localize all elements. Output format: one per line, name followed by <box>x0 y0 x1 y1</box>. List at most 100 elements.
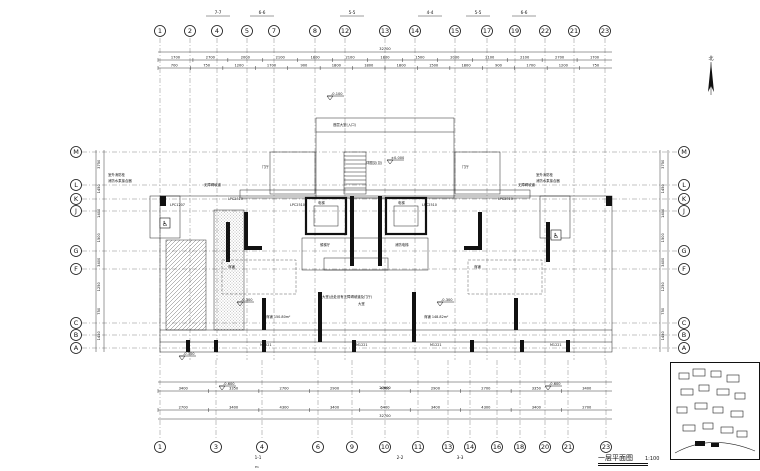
level-value: -0.600 <box>223 382 235 386</box>
axis-bubble-top: 1 <box>154 25 166 37</box>
label-center-note: 大堂(此处设有无障碍坡道及门厅) <box>322 294 373 299</box>
label-right-area: 商铺 148.82m² <box>424 314 449 319</box>
drawing-title: 一层平面图 <box>598 454 633 462</box>
section-tag: 4-4 <box>427 10 434 15</box>
axis-bubble-bottom: 13 <box>442 441 454 453</box>
north-arrow-icon <box>708 62 714 95</box>
section-tag: 6-6 <box>521 10 528 15</box>
axis-bubble-top: 7 <box>268 25 280 37</box>
axis-bubble-left-label: K <box>74 195 79 203</box>
dim-value: 2100 <box>520 56 530 60</box>
axis-bubble-bottom-label: 14 <box>466 443 474 451</box>
axis-bubble-top: 15 <box>449 25 461 37</box>
dim-value: 4000 <box>380 387 390 391</box>
dim-value: 2000 <box>241 56 251 60</box>
axis-bubble-bottom-label: 20 <box>541 443 549 451</box>
axis-bubble-right: B <box>678 329 690 341</box>
label-left-note1: 室外消防栓 <box>108 172 126 177</box>
dim-value: 1450 <box>97 330 101 340</box>
title-underline <box>598 463 648 464</box>
dim-value: 750 <box>661 307 665 315</box>
note-box-left <box>221 259 297 295</box>
level-value: -0.600 <box>549 382 561 386</box>
axis-bubble-right-label: M <box>681 148 687 156</box>
axis-bubble-bottom-label: 1 <box>158 443 162 451</box>
dim-value: 4300 <box>280 406 290 410</box>
elevator-right <box>384 196 428 236</box>
dim-value: 1250 <box>661 281 665 291</box>
axis-bubble-bottom-label: 4 <box>260 443 264 451</box>
axis-bubble-top-label: 12 <box>341 27 349 35</box>
axis-bubble-top: 19 <box>509 25 521 37</box>
axis-bubble-left: M <box>70 146 82 158</box>
axis-bubble-left: C <box>70 317 82 329</box>
label-entry-right: 门厅 <box>462 164 469 169</box>
level-marks: -0.100±0.000-0.300-0.300-0.300-0.600-0.6… <box>178 92 562 391</box>
axis-bubble-top: 22 <box>539 25 551 37</box>
section-tag: 5-5 <box>475 10 482 15</box>
axis-bubble-left: L <box>70 179 82 191</box>
axis-bubble-left: J <box>70 205 82 217</box>
dim-value: 2900 <box>330 387 340 391</box>
page-mark: E1 <box>255 465 259 469</box>
north-label: 北 <box>708 55 713 62</box>
axis-bubble-top-label: 2 <box>188 27 192 35</box>
axis-bubble-top: 14 <box>409 25 421 37</box>
axis-bubble-bottom-label: 11 <box>414 443 422 451</box>
dim-value: 2100 <box>345 56 355 60</box>
axis-bubble-top-label: 1 <box>158 27 162 35</box>
axis-bubble-bottom: 16 <box>491 441 503 453</box>
section-tag: 1-1 <box>255 455 262 460</box>
dim-value: 1200 <box>234 64 244 68</box>
dim-value: 3400 <box>179 387 189 391</box>
axis-bubble-top: 12 <box>339 25 351 37</box>
dim-value: 3350 <box>532 387 542 391</box>
axis-bubble-top-label: 21 <box>570 27 578 35</box>
dim-value: 1500 <box>415 56 425 60</box>
label-ramp-right: 无障碍坡道 <box>518 182 536 187</box>
key-plan <box>670 362 760 460</box>
dim-value: 1800 <box>332 64 342 68</box>
dim-value: 1200 <box>559 64 569 68</box>
dim-value: 1450 <box>661 330 665 340</box>
axis-bubble-left-label: J <box>74 207 77 215</box>
dim-value: 2100 <box>276 56 286 60</box>
axis-bubble-left-label: B <box>74 331 78 339</box>
axis-bubble-left-label: C <box>74 319 79 327</box>
section-tag: 2-2 <box>397 455 404 460</box>
door-tag: M1221 <box>356 343 368 347</box>
elevator-left <box>304 196 348 236</box>
dim-value: 3400 <box>532 406 542 410</box>
dim-value: 6400 <box>380 406 390 410</box>
dim-value: 3400 <box>330 406 340 410</box>
label-entry-left: 门厅 <box>262 164 269 169</box>
dim-value: 1250 <box>97 281 101 291</box>
level-value: -0.300 <box>183 352 195 356</box>
dim-value: 2900 <box>431 387 441 391</box>
axis-bubble-top-label: 17 <box>483 27 491 35</box>
svg-text:♿: ♿ <box>162 220 168 228</box>
axis-bubble-top: 13 <box>379 25 391 37</box>
axis-bubble-right: J <box>678 205 690 217</box>
axis-bubble-bottom: 21 <box>562 441 574 453</box>
dim-value: 1400 <box>661 208 665 218</box>
axis-bubble-right-label: K <box>682 195 687 203</box>
label-core-note: 消防电梯 <box>395 242 409 247</box>
axis-bubble-bottom: 20 <box>539 441 551 453</box>
dim-value: 2700 <box>481 387 491 391</box>
axis-bubble-right: F <box>678 263 690 275</box>
axis-bubble-bottom-label: 23 <box>602 443 610 451</box>
axis-bubble-top-label: 13 <box>381 27 389 35</box>
axis-bubble-top: 8 <box>309 25 321 37</box>
dimension-chains <box>95 51 669 420</box>
dim-bottom-mid: 27600 <box>379 386 391 390</box>
axis-bubble-left-label: F <box>74 265 78 273</box>
dim-value: 1500 <box>97 232 101 242</box>
axis-bubble-left-label: A <box>74 344 79 352</box>
dim-top-total: 32700 <box>379 47 391 51</box>
axis-bubble-top-label: 4 <box>215 27 219 35</box>
axis-bubble-right-label: C <box>682 319 687 327</box>
